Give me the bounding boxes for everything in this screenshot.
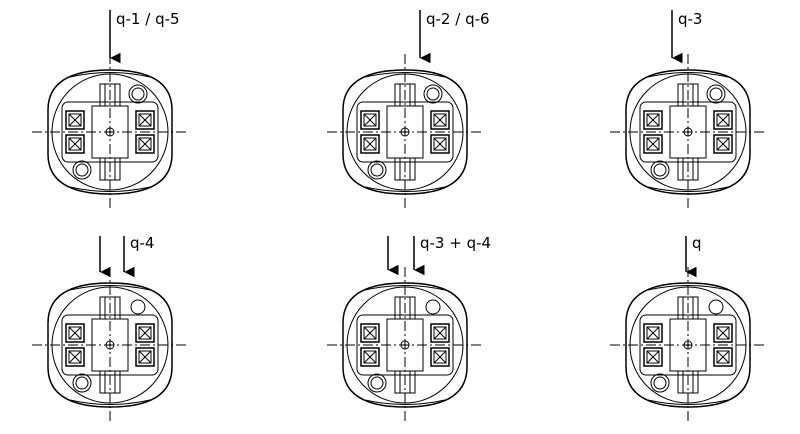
socket-view-4 xyxy=(32,267,188,423)
load-label-4: q-4 xyxy=(130,234,154,252)
load-label-6: q xyxy=(692,234,702,252)
load-label-5: q-3 + q-4 xyxy=(420,234,491,252)
socket-view-6 xyxy=(610,267,766,423)
socket-view-3 xyxy=(610,54,766,210)
load-label-1: q-1 / q-5 xyxy=(116,10,180,28)
socket-view-5 xyxy=(327,267,483,423)
socket-view-1 xyxy=(32,54,188,210)
load-label-3: q-3 xyxy=(678,10,702,28)
load-label-2: q-2 / q-6 xyxy=(426,10,490,28)
socket-view-2 xyxy=(327,54,483,210)
